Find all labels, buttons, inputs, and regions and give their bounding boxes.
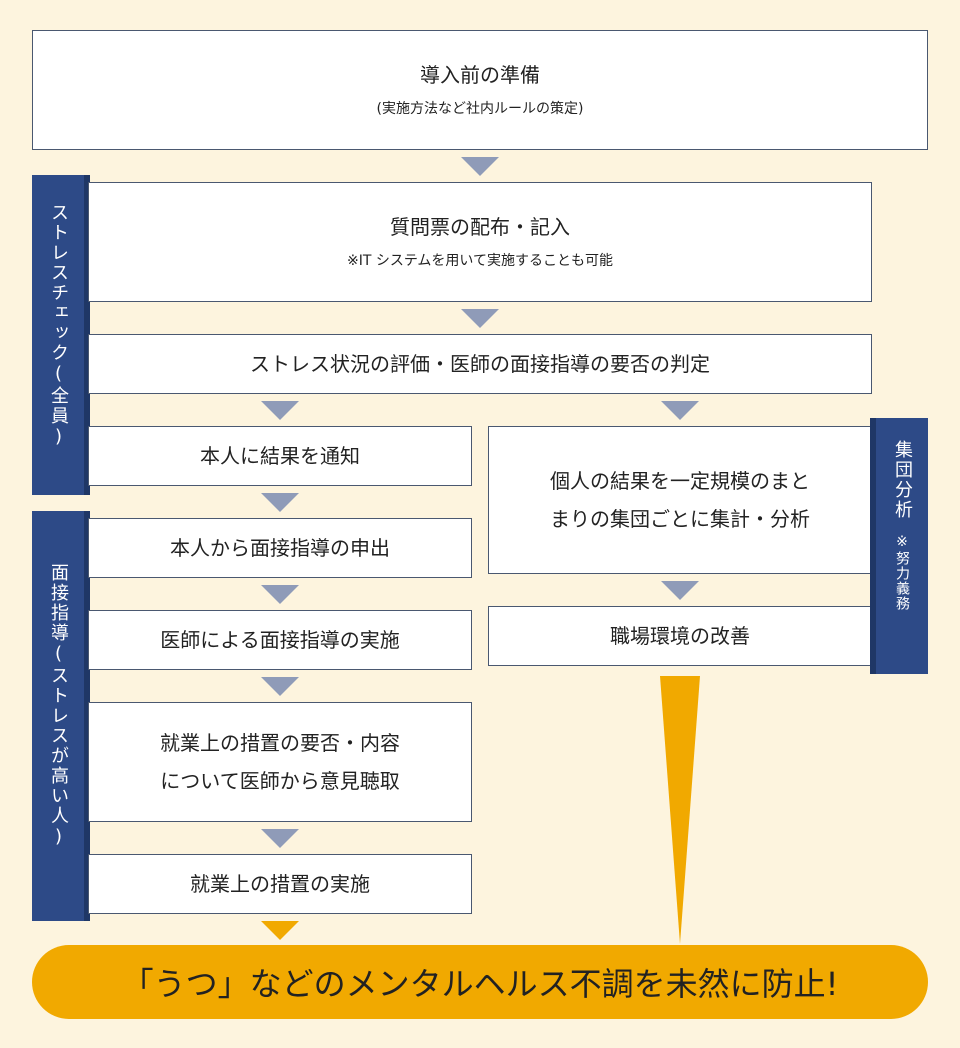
arrow-prep-down xyxy=(461,157,499,176)
questionnaire-title: 質問票の配布・記入 xyxy=(390,215,570,239)
sidebar-group-note: ※努力義務 xyxy=(894,534,910,611)
measures-box: 就業上の措置の実施 xyxy=(88,854,472,914)
interview-box: 医師による面接指導の実施 xyxy=(88,610,472,670)
sidebar-interview-label: 面接指導(ストレスが高い人) xyxy=(48,563,69,849)
goal-text: 「うつ」などのメンタルヘルス不調を未然に防止! xyxy=(121,965,839,1003)
sidebar-stress-check: ストレスチェック(全員) xyxy=(32,175,90,495)
sidebar-stress-check-label: ストレスチェック(全員) xyxy=(48,203,69,449)
group-analysis-line2: まりの集団ごとに集計・分析 xyxy=(550,507,810,531)
arrow-interview-down xyxy=(261,677,299,696)
measures-title: 就業上の措置の実施 xyxy=(190,872,370,896)
notify-title: 本人に結果を通知 xyxy=(200,444,360,468)
evaluation-title: ストレス状況の評価・医師の面接指導の要否の判定 xyxy=(250,352,710,376)
opinion-line1: 就業上の措置の要否・内容 xyxy=(160,731,400,755)
improvement-box: 職場環境の改善 xyxy=(488,606,872,666)
prep-sub: (実施方法など社内ルールの策定) xyxy=(376,101,584,117)
arrow-request-down xyxy=(261,585,299,604)
request-title: 本人から面接指導の申出 xyxy=(170,536,390,560)
evaluation-box: ストレス状況の評価・医師の面接指導の要否の判定 xyxy=(88,334,872,394)
notify-box: 本人に結果を通知 xyxy=(88,426,472,486)
sidebar-interview: 面接指導(ストレスが高い人) xyxy=(32,511,90,921)
request-box: 本人から面接指導の申出 xyxy=(88,518,472,578)
sidebar-group-label: 集団分析 xyxy=(892,440,913,520)
arrow-group-down xyxy=(661,581,699,600)
improvement-title: 職場環境の改善 xyxy=(610,624,750,648)
sidebar-group: 集団分析 ※努力義務 xyxy=(870,418,928,674)
improvement-goal-arrow xyxy=(660,676,700,944)
opinion-line2: について医師から意見聴取 xyxy=(160,769,400,793)
arrow-opinion-down xyxy=(261,829,299,848)
group-analysis-box: 個人の結果を一定規模のまと まりの集団ごとに集計・分析 xyxy=(488,426,872,574)
arrow-eval-left xyxy=(261,401,299,420)
questionnaire-box: 質問票の配布・記入 ※IT システムを用いて実施することも可能 xyxy=(88,182,872,302)
arrow-questionnaire-down xyxy=(461,309,499,328)
arrow-notify-down xyxy=(261,493,299,512)
prep-box: 導入前の準備 (実施方法など社内ルールの策定) xyxy=(32,30,928,150)
arrow-measures-goal xyxy=(261,921,299,940)
questionnaire-sub: ※IT システムを用いて実施することも可能 xyxy=(346,253,614,269)
prep-title: 導入前の準備 xyxy=(420,63,540,87)
arrow-eval-right xyxy=(661,401,699,420)
group-analysis-line1: 個人の結果を一定規模のまと xyxy=(550,469,810,493)
interview-title: 医師による面接指導の実施 xyxy=(160,628,400,652)
goal-banner: 「うつ」などのメンタルヘルス不調を未然に防止! xyxy=(32,945,928,1019)
opinion-box: 就業上の措置の要否・内容 について医師から意見聴取 xyxy=(88,702,472,822)
